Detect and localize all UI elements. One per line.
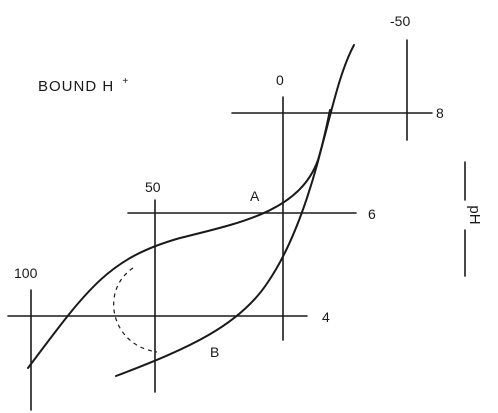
ph-tick-label-6: 6 [368, 206, 376, 222]
ph-tick-label-8: 8 [436, 105, 444, 121]
title-text: BOUND H [38, 78, 114, 95]
ph-tick-label-4: 4 [322, 309, 330, 325]
bound-tick-label-100: 100 [14, 265, 38, 281]
curve-b [115, 109, 331, 377]
title-superscript: + [122, 76, 129, 87]
curve-a [27, 44, 355, 369]
curve-label-b: B [210, 344, 219, 360]
dashed-connector [113, 267, 158, 353]
bound-tick-label-0: 0 [276, 72, 284, 88]
ph-axis-label: pH [466, 205, 483, 224]
diagram-title: BOUND H + [38, 76, 129, 95]
bound-tick-label-50: 50 [145, 179, 161, 195]
bound-tick-label-minus-50: -50 [390, 13, 410, 29]
curve-label-a: A [250, 188, 260, 204]
ph-axis-label-group: pH [464, 161, 483, 277]
